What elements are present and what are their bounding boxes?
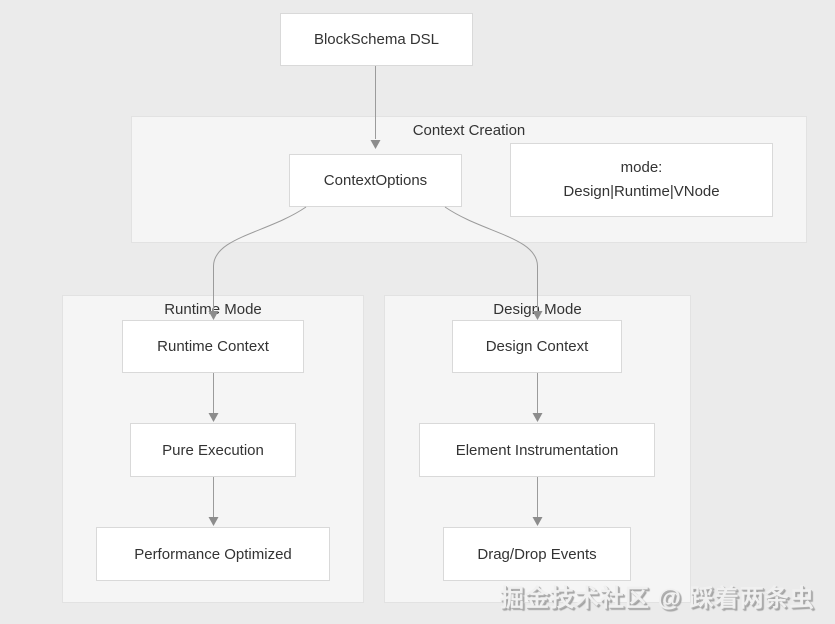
node-pure-execution: Pure Execution [130, 423, 296, 477]
node-runtime-context: Runtime Context [122, 320, 304, 373]
container-title-runtime-mode: Runtime Mode [164, 301, 262, 318]
node-label-line1: mode: [620, 159, 663, 176]
node-blockschema-dsl: BlockSchema DSL [280, 13, 473, 66]
node-performance-optimized: Performance Optimized [96, 527, 330, 581]
node-label: Drag/Drop Events [477, 545, 597, 563]
container-title-design-mode: Design Mode [493, 301, 582, 318]
node-label: Element Instrumentation [455, 441, 619, 459]
node-label: Pure Execution [162, 441, 264, 459]
node-label: Design Context [485, 338, 589, 355]
watermark: 掘金技术社区 @ 踩着两条虫 [500, 585, 815, 612]
container-title-context-creation: Context Creation [412, 122, 526, 139]
node-label: ContextOptions [323, 172, 428, 189]
node-label: BlockSchema DSL [313, 31, 440, 48]
node-label: Performance Optimized [134, 545, 292, 563]
node-label-line2: Design|Runtime|VNode [563, 183, 720, 200]
node-mode: mode: Design|Runtime|VNode [510, 143, 773, 217]
node-element-instrumentation: Element Instrumentation [419, 423, 655, 477]
node-drag-drop-events: Drag/Drop Events [443, 527, 631, 581]
node-context-options: ContextOptions [289, 154, 462, 207]
node-label: Runtime Context [157, 338, 269, 355]
node-design-context: Design Context [452, 320, 622, 373]
